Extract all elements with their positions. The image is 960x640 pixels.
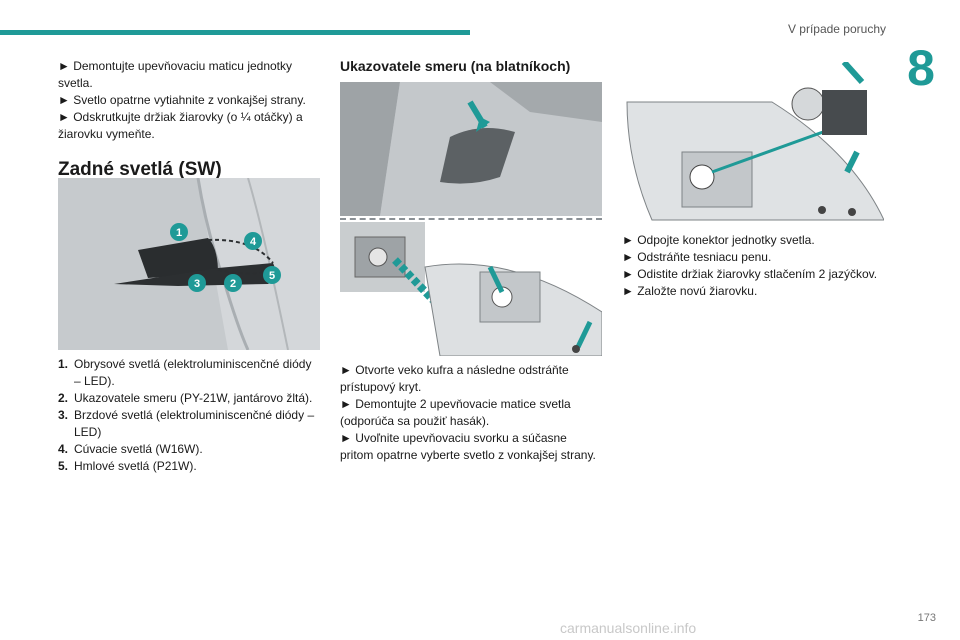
svg-text:5: 5 <box>269 270 275 282</box>
callout-3: 3 <box>188 274 206 292</box>
instruction-bullet: Založte novú žiarovku. <box>622 283 884 300</box>
list-item: 3.Brzdové svetlá (elektroluminiscenčné d… <box>58 408 315 439</box>
section-heading-rear-lights: Zadné svetlá (SW) <box>58 159 222 180</box>
instruction-bullet: Odistite držiak žiarovky stlačením 2 jaz… <box>622 266 884 283</box>
svg-text:1: 1 <box>176 227 182 239</box>
instruction-bullet: Odstráňte tesniacu penu. <box>622 249 884 266</box>
trunk-drawing <box>340 82 602 216</box>
callout-1: 1 <box>170 223 188 241</box>
callout-4: 4 <box>244 232 262 250</box>
divider-dashed <box>340 218 602 220</box>
rear-car-drawing: 1 2 3 4 5 <box>58 178 320 350</box>
instruction-bullet: Demontujte 2 upevňovacie matice svetla (… <box>340 396 602 430</box>
lights-list: 1.Obrysové svetlá (elektroluminiscenčné … <box>58 356 320 475</box>
list-item: 2.Ukazovatele smeru (PY-21W, jantárovo ž… <box>58 391 313 405</box>
section-title: V prípade poruchy <box>787 22 886 36</box>
trunk-cover-illustration <box>340 82 602 216</box>
instruction-bullet: Odpojte konektor jednotky svetla. <box>622 232 884 249</box>
list-item: 5.Hmlové svetlá (P21W). <box>58 459 197 473</box>
callout-2: 2 <box>224 274 242 292</box>
bulb-drawing <box>622 62 884 224</box>
intro-bullet: Demontujte upevňovaciu maticu jednotky s… <box>58 58 320 92</box>
svg-text:4: 4 <box>250 236 257 248</box>
indicator-instructions: Otvorte veko kufra a následne odstráňte … <box>340 362 602 464</box>
watermark: carmanualsonline.info <box>560 620 697 636</box>
rear-lights-illustration: 1 2 3 4 5 <box>58 178 320 350</box>
column-left: Demontujte upevňovaciu maticu jednotky s… <box>58 58 320 192</box>
list-item: 1.Obrysové svetlá (elektroluminiscenčné … <box>58 357 312 388</box>
list-item: 4.Cúvacie svetlá (W16W). <box>58 442 203 456</box>
lamp-removal-illustration <box>340 222 602 356</box>
intro-bullet: Svetlo opatrne vytiahnite z vonkajšej st… <box>58 92 320 109</box>
instruction-bullet: Uvoľnite upevňovaciu svorku a súčasne pr… <box>340 430 602 464</box>
bulb-instructions: Odpojte konektor jednotky svetla. Odstrá… <box>622 232 884 300</box>
chapter-number: 8 <box>907 40 935 96</box>
column-middle: Ukazovatele smeru (na blatníkoch) <box>340 58 602 85</box>
header-accent-bar <box>0 30 470 35</box>
section-heading-indicators: Ukazovatele smeru (na blatníkoch) <box>340 58 571 74</box>
lamp-drawing <box>340 222 602 356</box>
bulb-holder-illustration <box>622 62 884 224</box>
page-number: 173 <box>917 612 936 624</box>
instruction-bullet: Otvorte veko kufra a následne odstráňte … <box>340 362 602 396</box>
svg-text:2: 2 <box>230 278 236 290</box>
callout-5: 5 <box>263 266 281 284</box>
intro-bullet: Odskrutkujte držiak žiarovky (o ¼ otáčky… <box>58 109 320 143</box>
svg-text:3: 3 <box>194 278 200 290</box>
